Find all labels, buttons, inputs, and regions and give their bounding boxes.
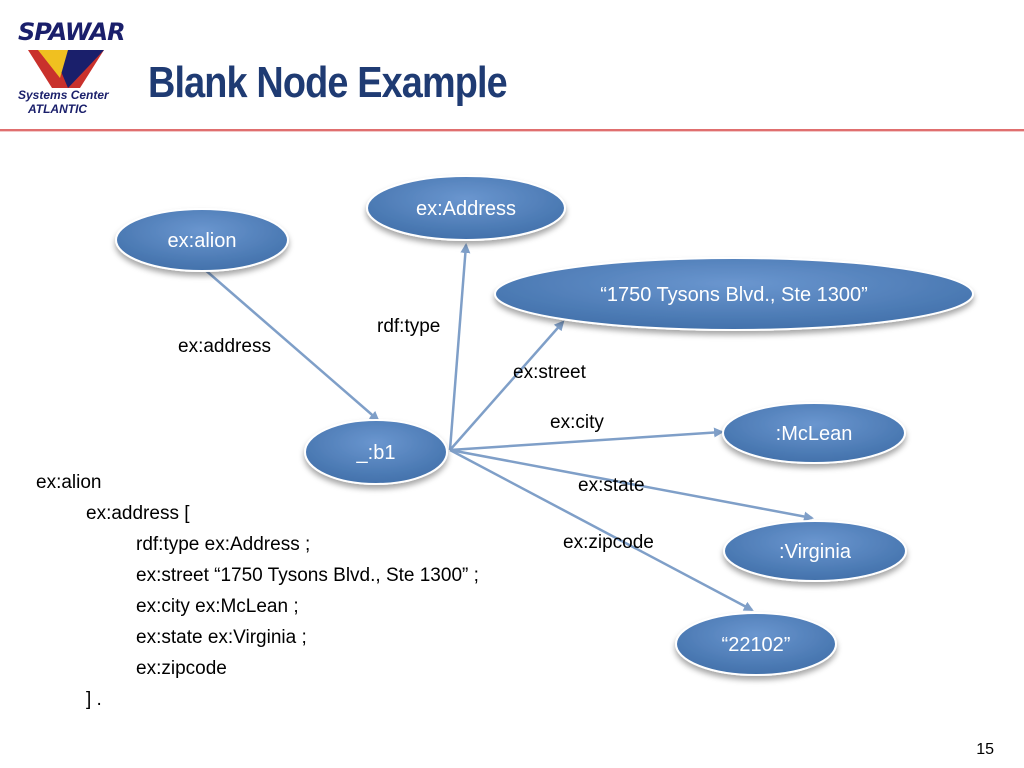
- edge-type-label: rdf:type: [377, 316, 440, 337]
- edge-street-label: ex:street: [513, 362, 587, 383]
- node-b1-label: _:b1: [356, 442, 396, 464]
- node-b1: _:b1: [304, 419, 448, 485]
- logo-subtitle-1: Systems Center: [18, 88, 109, 102]
- edge-type-line: [448, 243, 471, 451]
- node-virginia-label: :Virginia: [779, 541, 852, 563]
- code-line: ex:address [: [86, 503, 190, 524]
- code-line: ex:state ex:Virginia ;: [136, 627, 307, 648]
- edge-zipcode-label: ex:zipcode: [563, 532, 654, 553]
- edge-state-line: [449, 448, 814, 522]
- node-address-label: ex:Address: [416, 198, 516, 220]
- code-line: rdf:type ex:Address ;: [136, 534, 311, 555]
- edge-city-label: ex:city: [550, 412, 604, 433]
- logo-brand-text: SPAWAR: [18, 18, 126, 46]
- code-line: ] .: [86, 689, 102, 710]
- code-line: ex:alion: [36, 472, 102, 493]
- code-line: ex:city ex:McLean ;: [136, 596, 299, 617]
- node-street: “1750 Tysons Blvd., Ste 1300”: [494, 257, 974, 331]
- title-divider-shadow: [0, 131, 1024, 132]
- node-alion-label: ex:alion: [168, 230, 237, 252]
- slide-title: Blank Node Example: [148, 58, 508, 107]
- page-number: 15: [976, 741, 994, 758]
- node-address: ex:Address: [366, 175, 566, 241]
- spawar-logo: SPAWAR Systems Center ATLANTIC: [8, 8, 126, 118]
- node-virginia: :Virginia: [723, 520, 907, 582]
- edge-street-line: [449, 320, 565, 451]
- node-mclean-label: :McLean: [776, 423, 853, 445]
- node-zip: “22102”: [675, 612, 837, 676]
- code-line: ex:street “1750 Tysons Blvd., Ste 1300” …: [136, 565, 479, 586]
- code-line: ex:zipcode: [136, 658, 227, 679]
- edge-state-label: ex:state: [578, 475, 645, 496]
- node-street-label: “1750 Tysons Blvd., Ste 1300”: [600, 284, 868, 306]
- edge-address-label: ex:address: [178, 336, 271, 357]
- edge-city-line: [449, 427, 724, 452]
- title-divider: [0, 129, 1024, 131]
- node-zip-label: “22102”: [722, 634, 791, 656]
- edge-address-line: [202, 267, 380, 422]
- node-mclean: :McLean: [722, 402, 906, 464]
- spawar-logo-emblem: [28, 50, 104, 88]
- edge-zipcode-line: [449, 448, 754, 612]
- node-alion: ex:alion: [115, 208, 289, 272]
- logo-subtitle-2: ATLANTIC: [28, 102, 88, 116]
